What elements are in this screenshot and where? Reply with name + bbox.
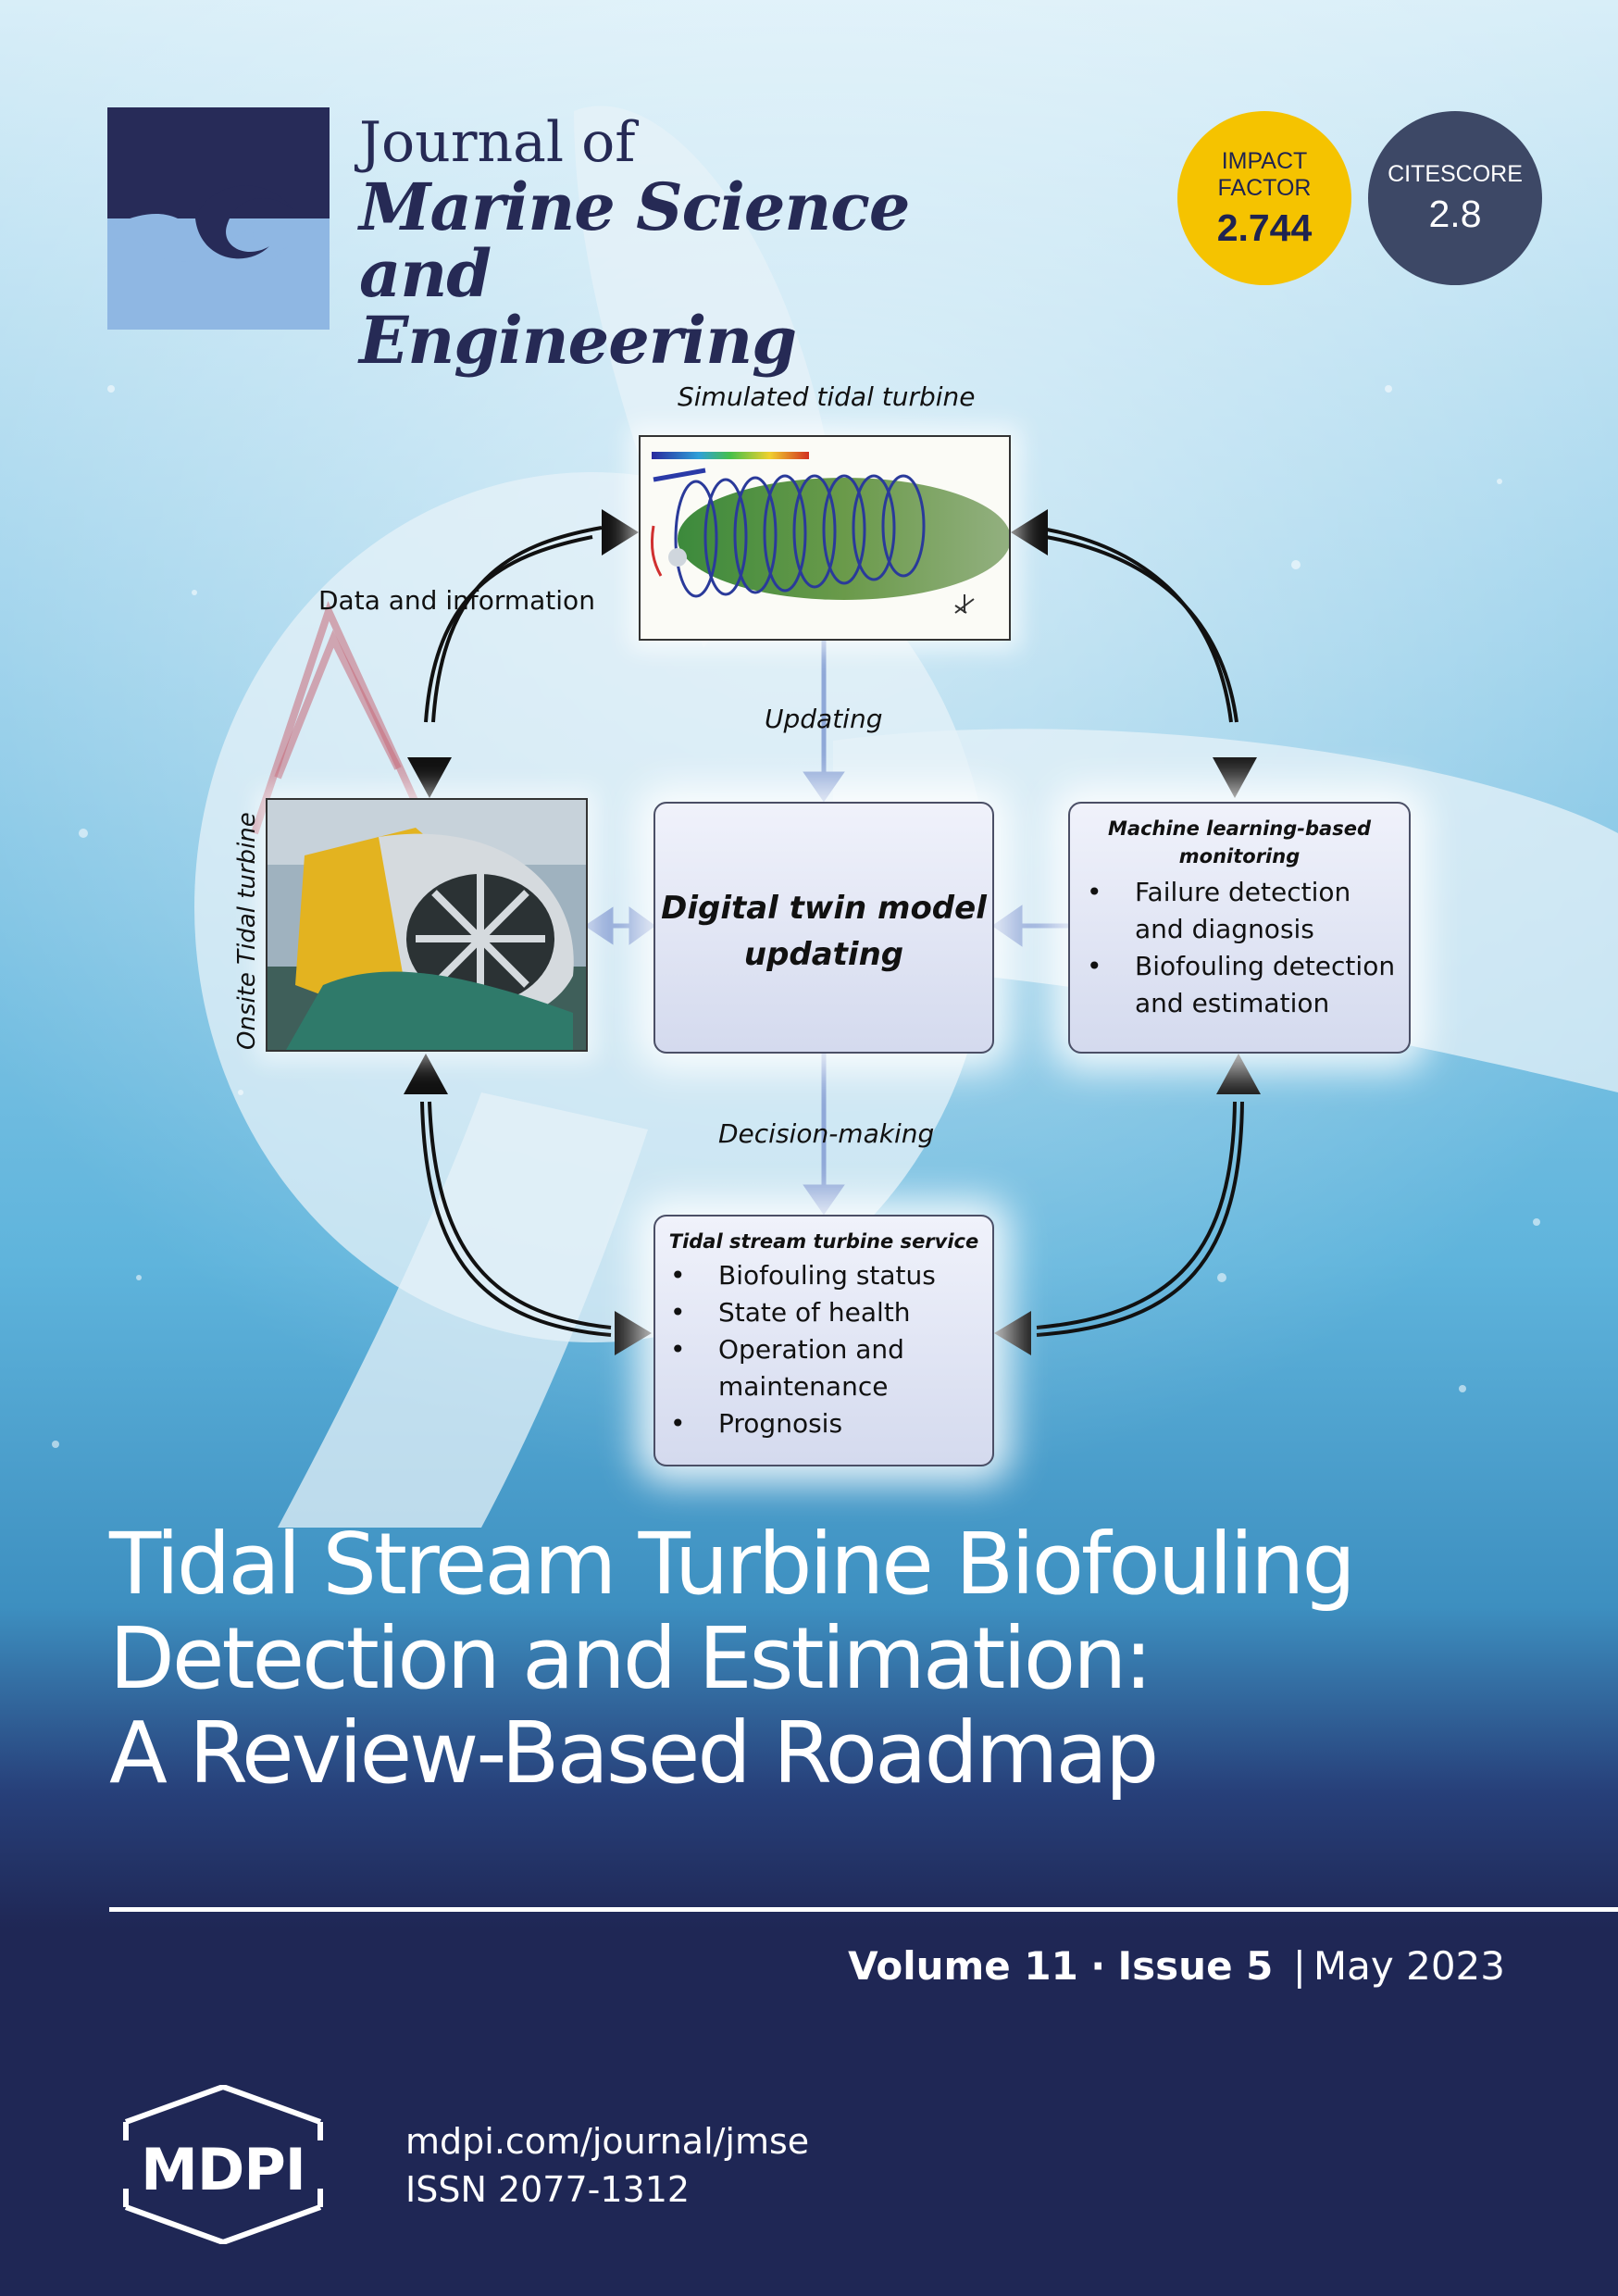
journal-title-line2: Marine Science	[359, 168, 910, 245]
service-title: Tidal stream turbine service	[668, 1230, 979, 1253]
digital-twin-line1: Digital twin model	[661, 890, 987, 927]
turbine-service-box: Tidal stream turbine service Biofouling …	[653, 1215, 994, 1466]
arrowhead-onsite-bottom	[404, 1054, 448, 1094]
issn: ISSN 2077-1312	[405, 2169, 691, 2210]
digital-twin-text: Digital twin model updating	[655, 885, 992, 978]
arrowhead-service-left	[615, 1311, 652, 1355]
ml-title-line2: monitoring	[1178, 845, 1301, 867]
mdpi-logo: MDPI	[107, 2083, 339, 2246]
decision-making-label: Decision-making	[718, 1118, 935, 1149]
publisher-info: mdpi.com/journal/jmse ISSN 2077-1312	[405, 2117, 809, 2214]
issue-label: Issue 5	[1117, 1943, 1274, 1989]
ml-item-continuation: and estimation	[1135, 988, 1330, 1018]
journal-title-line1: Journal of	[359, 110, 636, 175]
service-items-list: Biofouling status State of health Operat…	[661, 1257, 936, 1442]
ml-items-list: Failure detection and diagnosis Biofouli…	[1077, 874, 1395, 1022]
ml-monitoring-title: Machine learning-based monitoring	[1079, 815, 1400, 870]
digital-twin-box: Digital twin model updating	[653, 802, 994, 1054]
journal-title-line3: and Engineering	[359, 235, 797, 379]
service-item: Operation and	[661, 1331, 936, 1368]
article-title-line1: Tidal Stream Turbine Biofouling	[109, 1515, 1356, 1614]
ml-item: and diagnosis	[1077, 911, 1395, 948]
impact-factor-badge: IMPACT FACTOR 2.744	[1177, 111, 1351, 285]
citescore-badge: CITESCORE 2.8	[1368, 111, 1542, 285]
issue-info: Volume 11 · Issue 5 |May 2023	[848, 1941, 1505, 1991]
service-item: State of health	[661, 1294, 936, 1331]
service-item: Biofouling status	[661, 1257, 936, 1294]
issue-separator: |	[1292, 1943, 1306, 1989]
data-information-label: Data and information	[318, 585, 595, 616]
ml-item-continuation: and diagnosis	[1135, 914, 1314, 944]
mdpi-logo-text: MDPI	[141, 2136, 306, 2203]
onsite-turbine-illustration	[268, 800, 586, 1050]
volume-label: Volume 11	[848, 1943, 1078, 1989]
article-title: Tidal Stream Turbine Biofouling Detectio…	[109, 1520, 1590, 1803]
ml-item: and estimation	[1077, 985, 1395, 1022]
arrow-onsite-service	[420, 1101, 612, 1337]
arrowhead-sim-right	[1011, 509, 1048, 555]
arrowhead-onsite-top	[407, 757, 452, 798]
onsite-turbine-photo	[266, 798, 588, 1052]
journal-title: Journal of Marine Science and Engineerin…	[359, 111, 933, 374]
citescore-label: CITESCORE	[1388, 161, 1523, 187]
service-item: maintenance	[661, 1368, 936, 1405]
article-title-line3: A Review-Based Roadmap	[109, 1703, 1159, 1803]
simulation-figure	[650, 452, 1009, 614]
arrowhead-sim-left	[602, 509, 639, 555]
ml-item: Failure detection	[1077, 874, 1395, 911]
service-item: Prognosis	[661, 1405, 936, 1442]
ml-monitoring-box: Machine learning-based monitoring Failur…	[1068, 802, 1411, 1054]
ml-item: Biofouling detection	[1077, 948, 1395, 985]
service-item-continuation: maintenance	[718, 1371, 889, 1402]
arrowhead-service-right	[994, 1311, 1031, 1355]
mdpi-hexagon-icon	[123, 2083, 323, 2246]
issue-dot: ·	[1090, 1943, 1106, 1989]
citescore-value: 2.8	[1428, 193, 1482, 235]
article-title-line2: Detection and Estimation:	[109, 1609, 1152, 1708]
impact-factor-value: 2.744	[1216, 206, 1313, 249]
arrowhead-ml-bottom	[1216, 1054, 1261, 1094]
journal-url[interactable]: mdpi.com/journal/jmse	[405, 2121, 810, 2162]
onsite-turbine-label: Onsite Tidal turbine	[233, 812, 261, 1050]
ml-title-line1: Machine learning-based	[1108, 817, 1371, 840]
arrowhead-ml-top	[1213, 757, 1257, 798]
impact-factor-label: IMPACT FACTOR	[1217, 148, 1312, 201]
simulated-turbine-label: Simulated tidal turbine	[678, 381, 976, 412]
arrow-ml-service	[1036, 1101, 1244, 1337]
digital-twin-line2: updating	[743, 936, 904, 973]
updating-label: Updating	[765, 704, 883, 734]
journal-logo	[107, 107, 330, 330]
issue-date: May 2023	[1313, 1943, 1505, 1989]
simulated-turbine-image	[639, 435, 1011, 641]
title-divider	[109, 1907, 1618, 1912]
